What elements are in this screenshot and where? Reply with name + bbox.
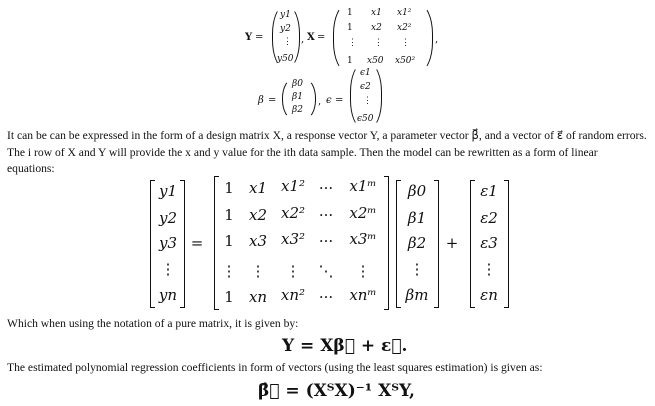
comma: , bbox=[301, 34, 305, 45]
y-vector-paren bbox=[272, 6, 300, 68]
x-matrix-cell: ⋮ bbox=[250, 262, 266, 280]
x-matrix-cell: ··· bbox=[318, 179, 334, 197]
bracket-left bbox=[470, 180, 475, 308]
epsilon-entry: ϵ1 bbox=[360, 68, 371, 78]
x-matrix-cell: x3ᵐ bbox=[349, 230, 377, 248]
x-cell: 1 bbox=[347, 8, 353, 18]
x-cell: ⋮ bbox=[374, 38, 383, 48]
x-matrix-paren bbox=[333, 4, 433, 72]
x-cell: 1 bbox=[347, 23, 353, 33]
x-matrix-cell: x2² bbox=[280, 204, 306, 222]
y-matrix-label: Y bbox=[245, 32, 253, 43]
equals-sign: = bbox=[190, 234, 204, 252]
bracket-right bbox=[180, 180, 185, 308]
epsilon-entry: ⋮ bbox=[363, 96, 372, 106]
equals-sign: = bbox=[268, 95, 277, 106]
beta-col-entry: β2 bbox=[407, 234, 427, 252]
x-cell: x1² bbox=[397, 8, 412, 18]
paragraph-pure-matrix: Which when using the notation of a pure … bbox=[7, 317, 299, 330]
top-matrix-row: Y = y1 y2 ⋮ y50 , X = 1 x1 x1² 1 x2 x2² … bbox=[245, 4, 445, 74]
beta-col-entry: ⋮ bbox=[409, 260, 425, 278]
equals-sign: = bbox=[317, 32, 326, 43]
epsilon-entry: ϵ2 bbox=[360, 82, 371, 92]
comma: , bbox=[435, 34, 439, 45]
paragraph-design-matrix: It can be can be expressed in the form o… bbox=[7, 129, 647, 175]
beta-entry: β0 bbox=[292, 79, 303, 89]
x-matrix-cell: x1ᵐ bbox=[349, 177, 377, 195]
x-cell: x1 bbox=[371, 8, 382, 18]
x-matrix-cell: xnᵐ bbox=[349, 286, 377, 304]
x-cell: 1 bbox=[347, 56, 353, 66]
x-cell: x50² bbox=[395, 56, 416, 66]
linear-equations-matrix: y1 y2 y3 ⋮ yn = 1 x1 x1² ··· x1ᵐ 1 x2 x2… bbox=[150, 176, 530, 314]
beta-col-entry: β0 bbox=[407, 182, 427, 200]
bracket-left bbox=[396, 180, 401, 308]
x-matrix-cell: 1 bbox=[224, 206, 234, 224]
x-cell: x50 bbox=[367, 56, 384, 66]
x-matrix-cell: x1² bbox=[280, 177, 306, 195]
x-matrix-cell: xn bbox=[248, 288, 268, 306]
beta-entry: β2 bbox=[292, 105, 303, 115]
y-col-entry: y2 bbox=[158, 209, 178, 227]
x-matrix-cell: x2ᵐ bbox=[349, 204, 377, 222]
epsilon-vector-paren bbox=[350, 64, 382, 128]
bracket-right bbox=[384, 176, 389, 310]
x-matrix-cell: x1 bbox=[248, 179, 267, 197]
x-matrix-cell: ⋱ bbox=[318, 262, 334, 280]
x-matrix-cell: x3² bbox=[280, 230, 306, 248]
y-entry: y50 bbox=[277, 54, 294, 64]
top-vector-row: β = β0 β1 β2 , ϵ = ϵ1 ϵ2 ⋮ ϵ50 bbox=[256, 64, 416, 128]
y-entry: ⋮ bbox=[283, 37, 292, 47]
y-col-entry: yn bbox=[158, 286, 178, 304]
equals-sign: = bbox=[255, 32, 264, 43]
x-cell: x2 bbox=[371, 23, 382, 33]
y-entry: y1 bbox=[280, 10, 291, 20]
x-matrix-cell: ⋮ bbox=[355, 262, 371, 280]
x-matrix-cell: x3 bbox=[248, 232, 267, 250]
x-matrix-label: X bbox=[307, 32, 315, 43]
estimate-equation: β̂⃗ = (XᵀX)⁻¹ XᵀY, bbox=[258, 381, 415, 401]
x-matrix-cell: 1 bbox=[224, 288, 234, 306]
beta-col-entry: βm bbox=[405, 286, 429, 304]
eps-col-entry: ε1 bbox=[480, 182, 498, 200]
bracket-right bbox=[434, 180, 439, 308]
y-col-entry: ⋮ bbox=[160, 260, 176, 278]
bracket-left bbox=[214, 176, 219, 310]
beta-entry: β1 bbox=[292, 92, 303, 102]
comma: , bbox=[318, 96, 322, 107]
x-matrix-cell: 1 bbox=[224, 179, 234, 197]
eps-col-entry: ε2 bbox=[480, 209, 498, 227]
beta-label: β bbox=[258, 95, 264, 106]
epsilon-entry: ϵ50 bbox=[357, 114, 374, 124]
y-col-entry: y3 bbox=[158, 234, 178, 252]
x-matrix-cell: ⋮ bbox=[285, 262, 301, 280]
x-cell: x2² bbox=[397, 23, 412, 33]
x-matrix-cell: ⋮ bbox=[221, 262, 237, 280]
bracket-right bbox=[504, 180, 509, 308]
plus-sign: + bbox=[445, 234, 459, 252]
beta-col-entry: β1 bbox=[407, 209, 427, 227]
matrix-form-equation: Y = Xβ⃗ + ε⃗. bbox=[282, 336, 408, 356]
epsilon-label: ϵ bbox=[326, 95, 332, 106]
x-matrix-cell: ··· bbox=[318, 288, 334, 306]
x-matrix-cell: ··· bbox=[318, 232, 334, 250]
x-matrix-cell: x2 bbox=[248, 206, 267, 224]
x-cell: ⋮ bbox=[348, 38, 357, 48]
y-col-entry: y1 bbox=[158, 182, 178, 200]
bracket-left bbox=[150, 180, 155, 308]
eps-col-entry: ε3 bbox=[480, 234, 498, 252]
eps-col-entry: εn bbox=[480, 286, 498, 304]
x-matrix-cell: 1 bbox=[224, 232, 234, 250]
y-entry: y2 bbox=[280, 24, 291, 34]
equals-sign: = bbox=[335, 95, 344, 106]
eps-col-entry: ⋮ bbox=[481, 260, 497, 278]
x-cell: ⋮ bbox=[401, 38, 410, 48]
beta-vector-paren bbox=[282, 78, 316, 120]
x-matrix-cell: xn² bbox=[280, 286, 306, 304]
paragraph-least-squares: The estimated polynomial regression coef… bbox=[7, 361, 543, 374]
x-matrix-cell: ··· bbox=[318, 206, 334, 224]
